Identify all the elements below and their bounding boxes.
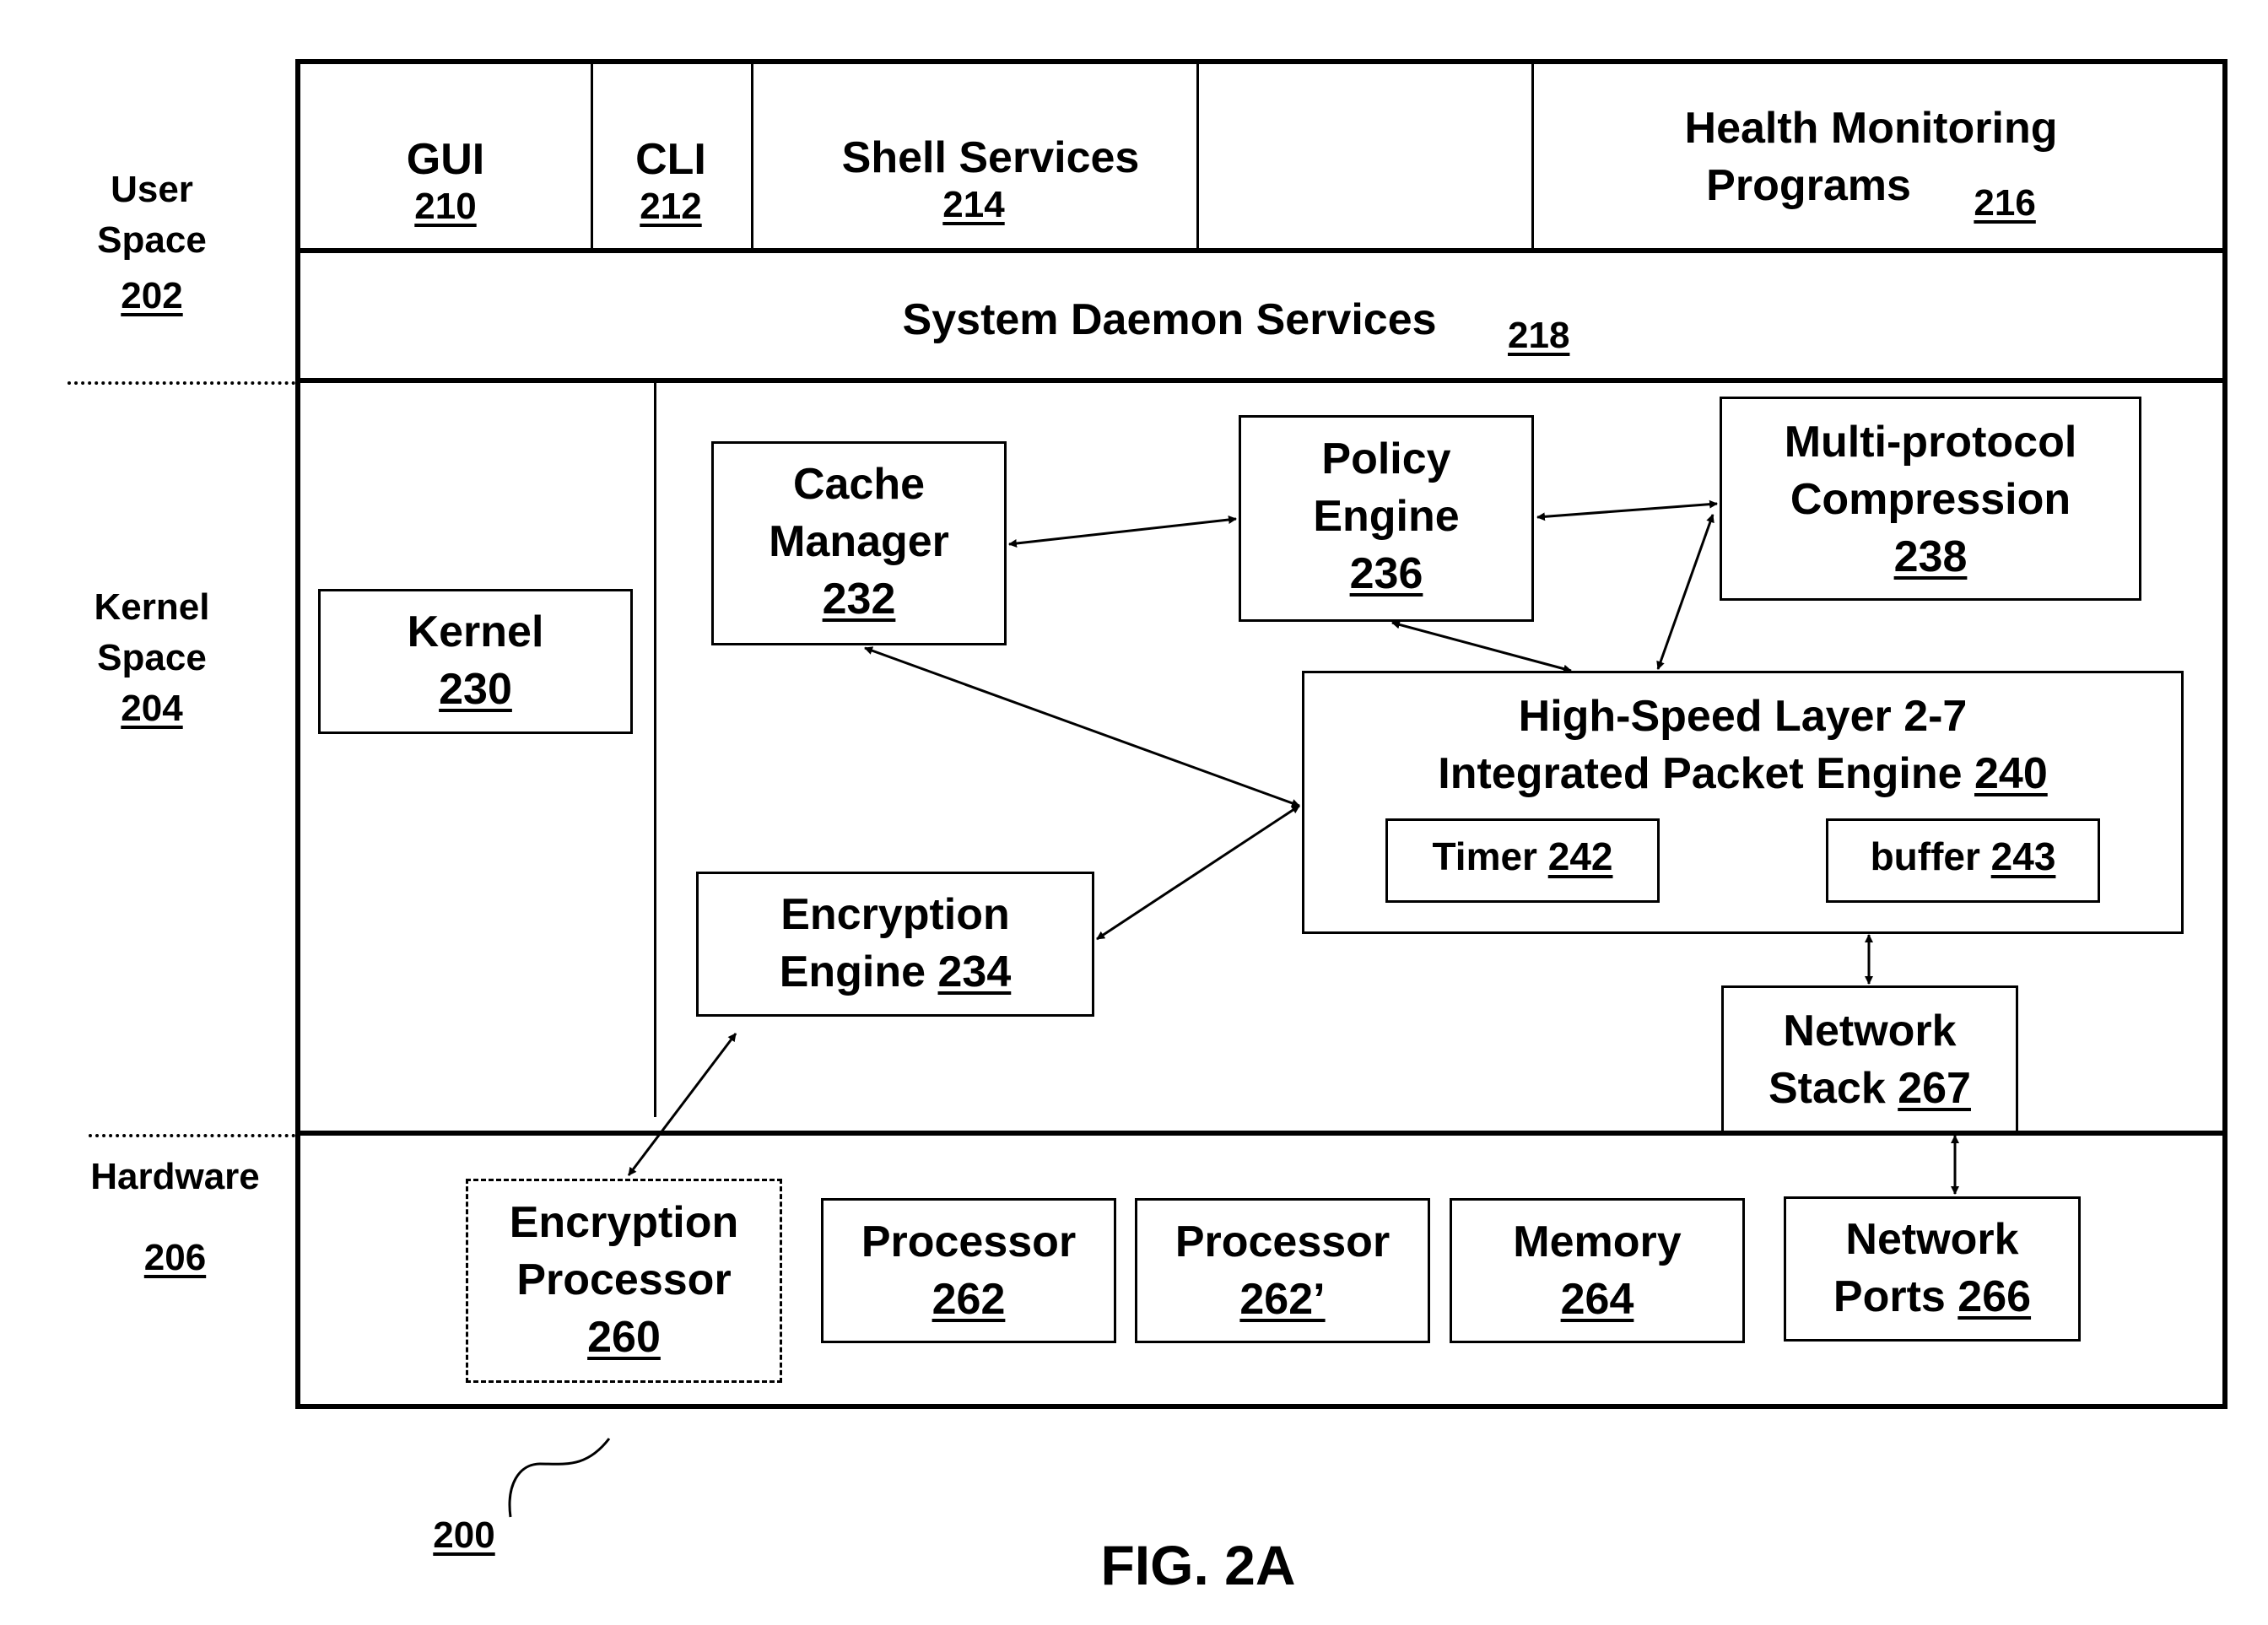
arrow-cache-policy (1009, 519, 1236, 544)
arrow-policy-packet (1392, 623, 1571, 671)
arrow-policy-compression (1537, 504, 1717, 517)
ref-200-leader (510, 1439, 609, 1517)
arrow-compression-packet (1658, 515, 1713, 669)
arrow-encryption-packet (1097, 806, 1299, 939)
arrow-cache-packet (865, 648, 1299, 806)
arrow-encryption-engine-processor (629, 1034, 736, 1175)
